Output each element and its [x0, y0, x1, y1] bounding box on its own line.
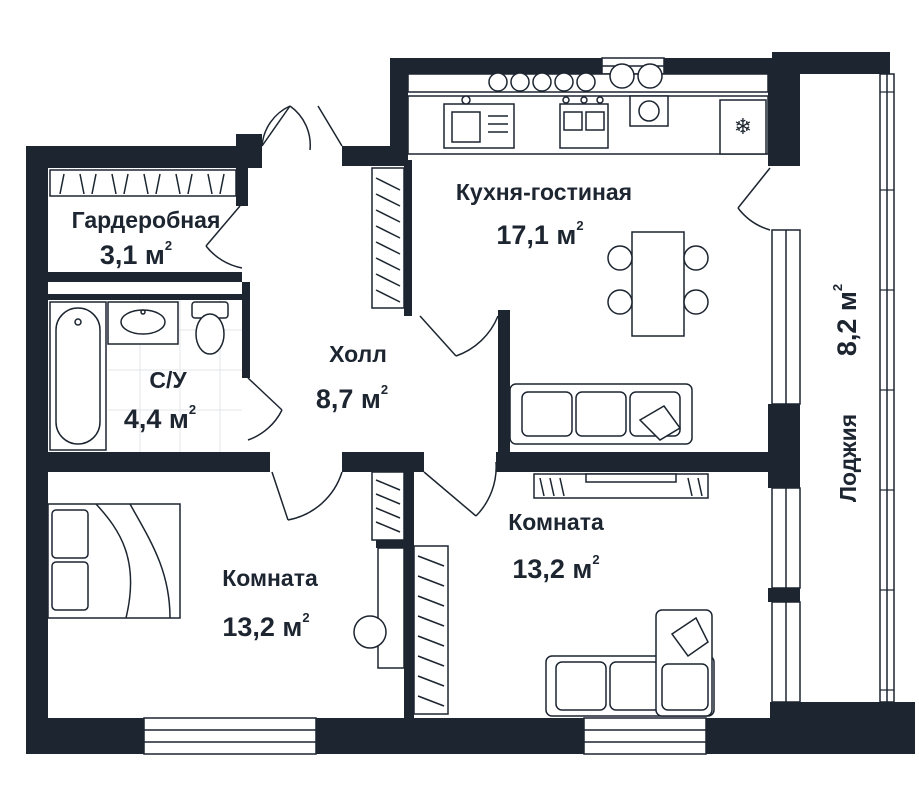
label-bathroom-name: С/У	[149, 367, 187, 393]
window-bedroom-loggia	[771, 487, 801, 703]
hall-closet	[371, 167, 405, 309]
bedroom-right-closet	[413, 545, 449, 715]
wall-hall-closet	[404, 160, 412, 316]
outer-wall-top-kitchen	[390, 58, 602, 74]
bathroom-door	[247, 377, 283, 441]
cooker	[559, 96, 609, 149]
label-room-left-name: Комната	[222, 565, 318, 591]
label-hall-name: Холл	[329, 341, 387, 367]
outer-wall-top-left-step	[236, 134, 262, 168]
outer-wall-bottom-right	[706, 718, 800, 754]
label-room-right-area: 13,2 м2	[512, 552, 599, 584]
bedroom-right-door	[423, 461, 497, 517]
snowflake-icon: ❄	[734, 115, 752, 140]
window-kitchen-loggia	[771, 229, 801, 405]
wardrobe-rack	[49, 169, 237, 197]
hob-upper	[488, 63, 663, 92]
wall-bath-bottom	[48, 452, 270, 472]
label-loggia-area: 8,2 м2	[830, 284, 862, 356]
bedroom-left-door	[271, 471, 343, 521]
toilet	[191, 301, 229, 355]
outer-wall-bottom-left	[26, 718, 144, 754]
washing-machine	[629, 95, 669, 127]
bathtub	[49, 301, 107, 451]
wall-bath-right	[242, 282, 250, 378]
loggia-glazing	[879, 73, 895, 703]
bedroom-left-closet	[371, 471, 405, 541]
bathroom-sink	[107, 301, 179, 345]
wall-wardrobe-bath-2	[48, 294, 242, 300]
tv-stand	[533, 473, 709, 499]
window-bedroom-right	[583, 717, 707, 755]
outer-wall-top-left	[26, 146, 262, 168]
label-wardrobe-name: Гардеробная	[72, 207, 221, 233]
fridge	[719, 99, 767, 155]
furniture: ❄	[47, 63, 769, 717]
label-room-left-area: 13,2 м2	[222, 610, 309, 642]
wall-kitchen-loggia-mid	[768, 404, 800, 488]
kitchen-sofa	[509, 383, 693, 445]
room-labels: Гардеробная 3,1 м2 С/У 4,4 м2 Холл 8,7 м…	[72, 179, 862, 642]
doors	[205, 105, 771, 521]
desk	[353, 547, 405, 669]
label-loggia-name: Лоджия	[835, 414, 861, 502]
wall-wardrobe-right	[236, 168, 248, 206]
label-room-right-name: Комната	[508, 509, 604, 535]
kitchen-sink	[443, 95, 515, 149]
wall-kitchen-bottom	[496, 452, 770, 472]
bedroom-sofa	[545, 609, 715, 717]
label-hall-area: 8,7 м2	[316, 382, 388, 414]
windows	[143, 57, 895, 755]
wall-bedroom-lower-stub	[376, 540, 404, 548]
wall-loggia-pier	[768, 588, 800, 602]
loggia-glazing-ticks	[880, 91, 894, 691]
outer-wall-top-kitchen-right	[664, 58, 772, 74]
outer-wall-left	[26, 146, 48, 754]
wall-wardrobe-bath	[48, 272, 242, 282]
wall-kitchen-inner	[498, 310, 510, 472]
wall-bedroom-top-right	[342, 452, 424, 472]
label-bathroom-area: 4,4 м2	[124, 402, 196, 434]
loggia-door	[737, 167, 771, 231]
wardrobe-door	[205, 205, 243, 269]
dining-table	[607, 231, 709, 337]
wall-between-bedrooms	[404, 472, 414, 718]
wall-kitchen-loggia-top	[768, 58, 800, 166]
outer-wall-top-loggia	[772, 52, 890, 74]
outer-wall-bottom-mid	[316, 718, 584, 754]
entrance-door	[261, 105, 343, 151]
bed	[47, 503, 181, 619]
window-bedroom-left	[143, 717, 317, 755]
label-wardrobe-area: 3,1 м2	[100, 238, 172, 270]
walls	[26, 52, 915, 754]
label-kitchen-name: Кухня-гостиная	[456, 179, 632, 205]
label-kitchen-area: 17,1 м2	[496, 218, 583, 250]
wall-kitchen-left	[390, 58, 408, 166]
kitchen-door	[419, 315, 499, 357]
